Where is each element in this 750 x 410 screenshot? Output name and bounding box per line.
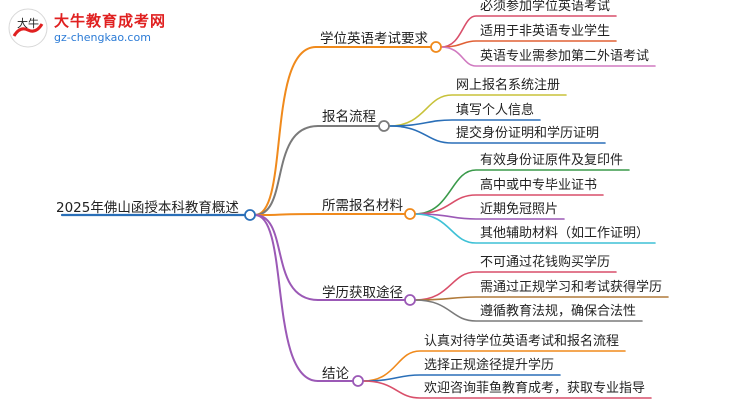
leaf-connector [440, 46, 656, 67]
leaf-label: 其他辅助材料（如工作证明） [480, 226, 650, 241]
logo-mark-icon: 大牛 [8, 8, 48, 48]
leaf-label: 适用于非英语专业学生 [480, 24, 611, 39]
leaf-label: 提交身份证明和学历证明 [456, 126, 600, 141]
logo-title: 大牛教育成考网 [54, 12, 167, 30]
leaf-label: 英语专业需参加第二外语考试 [480, 49, 650, 64]
branch-label: 报名流程 [322, 109, 376, 125]
branch-label: 学位英语考试要求 [320, 31, 428, 47]
branch-label: 所需报名材料 [322, 198, 403, 214]
logo-url: gz-chengkao.com [54, 31, 151, 44]
leaf-connector [414, 296, 669, 301]
leaf-label: 不可通过花钱购买学历 [480, 255, 611, 270]
leaf-connector [388, 125, 606, 144]
leaf-connector [414, 213, 656, 244]
leaf-connector [414, 213, 565, 220]
leaf-label: 近期免冠照片 [480, 202, 559, 217]
branch-connector [254, 125, 319, 216]
leaf-label: 必须参加学位英语考试 [480, 0, 611, 14]
root-node[interactable] [244, 209, 256, 221]
leaf-connector [414, 299, 643, 322]
leaf-label: 网上报名系统注册 [456, 78, 561, 93]
leaf-label: 有效身份证原件及复印件 [480, 153, 624, 168]
leaf-label: 填写个人信息 [456, 103, 535, 118]
leaf-label: 选择正规途径提升学历 [424, 358, 555, 373]
branch-node[interactable] [430, 41, 442, 53]
leaf-connector [414, 271, 617, 301]
leaf-label: 需通过正规学习和考试获得学历 [480, 280, 663, 295]
branch-connector [254, 213, 319, 216]
svg-text:大牛: 大牛 [17, 16, 39, 30]
leaf-connector [440, 40, 617, 48]
root-label: 2025年佛山函授本科教育概述 [56, 200, 239, 216]
branch-node[interactable] [404, 294, 416, 306]
leaf-connector [414, 169, 630, 215]
leaf-connector [362, 350, 626, 382]
leaf-connector [414, 194, 604, 215]
leaf-label: 高中或中专毕业证书 [480, 178, 598, 193]
leaf-label: 欢迎咨询菲鱼教育成考，获取专业指导 [424, 381, 646, 396]
branch-node[interactable] [352, 375, 364, 387]
branch-label: 结论 [322, 366, 349, 382]
branch-connector [254, 46, 317, 216]
branch-node[interactable] [404, 208, 416, 220]
branch-connector [254, 214, 319, 382]
leaf-connector [362, 380, 652, 399]
branch-connector [254, 214, 319, 301]
leaf-connector [388, 94, 567, 127]
branch-label: 学历获取途径 [322, 285, 403, 301]
site-logo[interactable]: 大牛 大牛教育成考网 gz-chengkao.com [6, 6, 176, 50]
branch-node[interactable] [378, 120, 390, 132]
leaf-label: 认真对待学位英语考试和报名流程 [424, 334, 620, 349]
leaf-label: 遵循教育法规，确保合法性 [480, 304, 637, 319]
